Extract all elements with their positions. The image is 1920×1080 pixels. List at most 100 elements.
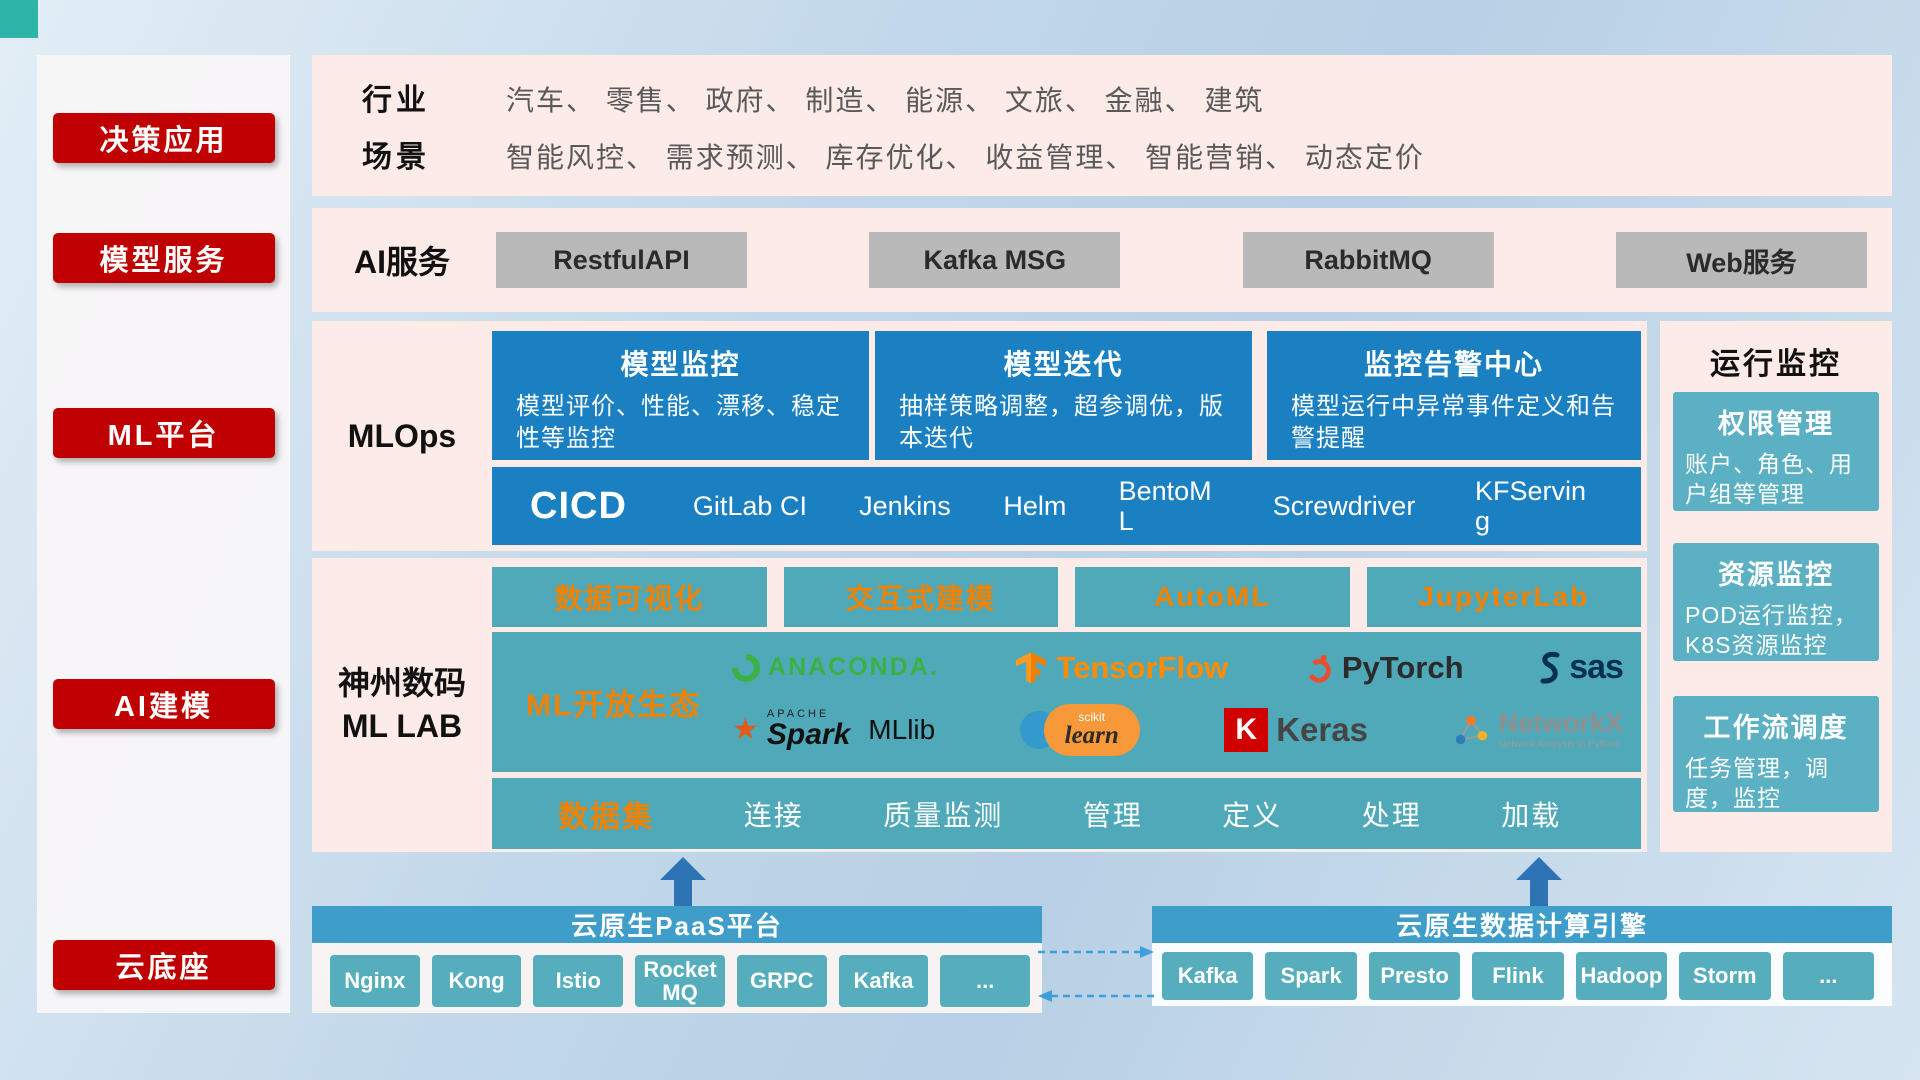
ml-ecosystem-box: ML开放生态 ANACONDA. TensorFlow (492, 632, 1641, 772)
rail-badge-ml-platform: ML平台 (52, 408, 275, 458)
apache-label: APACHE (766, 708, 830, 721)
left-rail: 决策应用 模型服务 ML平台 AI建模 云底座 (37, 55, 290, 1013)
anaconda-logo: ANACONDA. (726, 648, 939, 688)
ai-service-panel: AI服务 RestfulAPI Kafka MSG RabbitMQ Web服务 (312, 208, 1892, 312)
scikit-learn-badge: scikit learn (1043, 703, 1140, 756)
cicd-tool-helm: Helm (1003, 490, 1067, 521)
sas-label: sas (1569, 648, 1624, 687)
logo-row-1: ANACONDA. TensorFlow (726, 648, 1624, 688)
storm-button: Storm (1679, 952, 1771, 1000)
card-desc: 账户、角色、用户组等管理 (1685, 451, 1853, 508)
cicd-tool-bentoml: BentoML (1118, 475, 1212, 536)
card-desc: 任务管理，调度，监控 (1685, 755, 1829, 812)
rabbitmq-button: RabbitMQ (1242, 232, 1494, 288)
jupyterlab-button: JupyterLab (1366, 567, 1641, 627)
automl-button: AutoML (1075, 567, 1350, 627)
alert-center-card: 监控告警中心 模型运行中异常事件定义和告警提醒 (1267, 331, 1641, 460)
hadoop-button: Hadoop (1575, 952, 1668, 1000)
card-title: 模型迭代 (1003, 349, 1124, 380)
resource-monitor-card: 资源监控 POD运行监控，K8S资源监控 (1673, 543, 1879, 661)
model-iteration-card: 模型迭代 抽样策略调整，超参调优，版本迭代 (875, 331, 1252, 460)
paas-header: 云原生PaaS平台 (312, 906, 1042, 943)
workflow-scheduler-card: 工作流调度 任务管理，调度，监控 (1673, 696, 1879, 812)
dataset-item-connect: 连接 (743, 799, 804, 831)
industry-list: 汽车、 零售、 政府、 制造、 能源、 文旅、 金融、 建筑 (506, 85, 1265, 117)
card-title: 工作流调度 (1703, 713, 1849, 743)
dataset-item-define: 定义 (1222, 799, 1283, 831)
paas-buttons: Nginx Kong Istio RocketMQ GRPC Kafka ... (330, 955, 1031, 1007)
dataflow-arrows (1038, 946, 1154, 1002)
anaconda-label: ANACONDA. (768, 653, 939, 682)
sas-icon (1540, 651, 1560, 684)
ml-lab-panel: 神州数码 ML LAB 数据可视化 交互式建模 AutoML JupyterLa… (312, 558, 1647, 852)
data-visualization-button: 数据可视化 (492, 567, 767, 627)
ecosystem-logos: ANACONDA. TensorFlow (726, 632, 1624, 772)
kong-button: Kong (431, 955, 522, 1007)
sas-logo: sas (1539, 648, 1624, 687)
interactive-modeling-button: 交互式建模 (783, 567, 1058, 627)
card-desc: 模型运行中异常事件定义和告警提醒 (1291, 393, 1616, 453)
card-title: 权限管理 (1718, 409, 1834, 439)
up-arrow-icon (660, 857, 706, 906)
industry-scene-panel: 行业 汽车、 零售、 政府、 制造、 能源、 文旅、 金融、 建筑 场景 智能风… (312, 55, 1892, 196)
pytorch-label: PyTorch (1341, 649, 1464, 685)
pytorch-logo: PyTorch (1304, 650, 1464, 686)
presto-button: Presto (1368, 952, 1461, 1000)
card-title: 监控告警中心 (1363, 349, 1544, 380)
networkx-tagline: Network Analysis in Python (1498, 739, 1620, 750)
data-engine-buttons: Kafka Spark Presto Flink Hadoop Storm ..… (1162, 952, 1874, 1000)
model-monitoring-card: 模型监控 模型评价、性能、漂移、稳定性等监控 (492, 331, 869, 460)
ai-service-buttons: RestfulAPI Kafka MSG RabbitMQ Web服务 (496, 208, 1867, 312)
restful-api-button: RestfulAPI (496, 232, 747, 288)
ml-ecosystem-label: ML开放生态 (526, 689, 702, 722)
scene-list: 智能风控、 需求预测、 库存优化、 收益管理、 智能营销、 动态定价 (506, 141, 1425, 173)
ai-service-label: AI服务 (353, 244, 450, 280)
tensorflow-label: TensorFlow (1056, 649, 1229, 685)
cicd-tool-jenkins: Jenkins (859, 490, 951, 521)
networkx-icon (1456, 715, 1488, 744)
kafka-msg-button: Kafka MSG (869, 232, 1121, 288)
ml-lab-label: 神州数码 ML LAB (312, 558, 492, 852)
kafka-button: Kafka (1162, 952, 1254, 1000)
tensorflow-logo: TensorFlow (1014, 650, 1228, 686)
scikit-learn-logo: scikit learn (1019, 703, 1140, 756)
runtime-monitor-title: 运行监控 (1710, 348, 1842, 381)
rail-badge-decision-apps: 决策应用 (52, 113, 275, 163)
dataflow-arrow-left-head (1038, 990, 1052, 1002)
scene-row: 场景 智能风控、 需求预测、 库存优化、 收益管理、 智能营销、 动态定价 (362, 132, 1892, 176)
card-desc: 抽样策略调整，超参调优，版本迭代 (899, 393, 1224, 453)
ml-lab-tools: 数据可视化 交互式建模 AutoML JupyterLab (492, 567, 1641, 627)
flink-button: Flink (1472, 952, 1564, 1000)
dataset-bar: 数据集 连接 质量监测 管理 定义 处理 加载 (492, 778, 1641, 849)
dataset-item-process: 处理 (1361, 799, 1422, 831)
anaconda-icon (726, 648, 766, 688)
keras-logo: K Keras (1224, 707, 1368, 752)
keras-label: Keras (1276, 710, 1368, 748)
dataflow-arrow-right-head (1140, 946, 1154, 958)
cicd-bar: CICD GitLab CI Jenkins Helm BentoML Scre… (492, 467, 1641, 545)
grpc-button: GRPC (736, 955, 827, 1007)
data-engine-header: 云原生数据计算引擎 (1152, 906, 1892, 943)
rail-badge-cloud-base: 云底座 (52, 940, 275, 990)
tensorflow-icon (1016, 652, 1047, 684)
web-service-button: Web服务 (1615, 232, 1867, 288)
spark-text-stack: APACHE Spark (767, 709, 850, 750)
spark-button: Spark (1265, 952, 1357, 1000)
ml-lab-label-line1: 神州数码 (337, 664, 466, 701)
cicd-tool-kfserving: KFServing (1474, 475, 1587, 536)
mllib-label: MLlib (868, 713, 936, 745)
more-button: ... (1782, 952, 1874, 1000)
card-title: 模型监控 (620, 349, 741, 380)
ml-lab-label-line2: ML LAB (341, 708, 463, 744)
keras-icon: K (1224, 707, 1269, 752)
scikit-label: scikit (1078, 710, 1106, 725)
industry-row: 行业 汽车、 零售、 政府、 制造、 能源、 文旅、 金融、 建筑 (362, 75, 1892, 119)
card-desc: POD运行监控，K8S资源监控 (1685, 602, 1858, 659)
rocketmq-button: RocketMQ (635, 955, 725, 1007)
rail-badge-model-service: 模型服务 (52, 233, 275, 283)
spark-mllib-logo: ★ APACHE Spark MLlib (732, 709, 935, 750)
card-title: 资源监控 (1718, 560, 1834, 590)
networkx-label: NetworkX (1498, 708, 1623, 739)
mlops-panel: MLOps 模型监控 模型评价、性能、漂移、稳定性等监控 模型迭代 抽样策略调整… (312, 321, 1647, 551)
dataset-item-quality: 质量监测 (883, 799, 1004, 831)
